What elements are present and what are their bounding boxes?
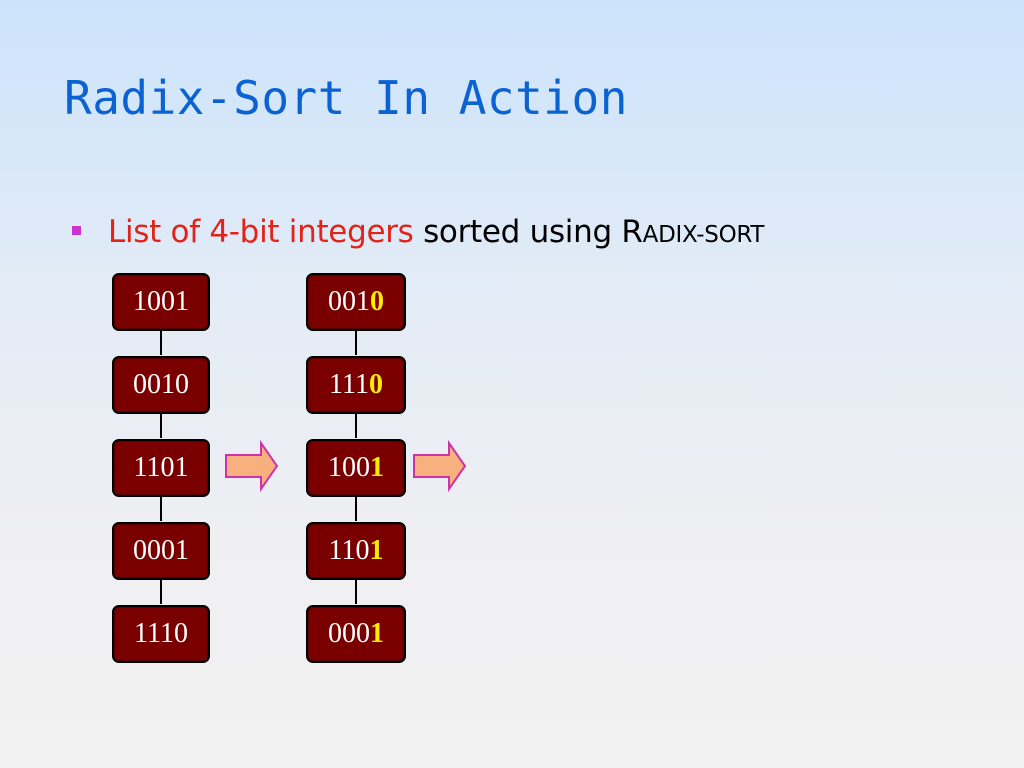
connector-line <box>160 579 162 604</box>
number-prefix: 0001 <box>133 535 189 566</box>
number-prefix: 1101 <box>133 452 189 483</box>
square-bullet-icon <box>72 225 81 235</box>
right-arrow-icon <box>225 440 279 492</box>
connector-line <box>160 496 162 521</box>
number-prefix: 1001 <box>133 286 189 317</box>
number-prefix: 001 <box>328 286 370 317</box>
number-box: 0001 <box>112 522 210 580</box>
number-box: 1110 <box>112 605 210 663</box>
sorted-digit: 0 <box>368 369 383 400</box>
bullet-smallcaps-first: R <box>621 214 643 250</box>
right-arrow-icon <box>413 440 467 492</box>
bullet-plain: sorted using <box>413 214 622 250</box>
number-prefix: 1110 <box>134 618 188 649</box>
slide-title: Radix-Sort In Action <box>64 71 628 125</box>
number-prefix: 000 <box>328 618 370 649</box>
connector-line <box>160 330 162 355</box>
bullet-smallcaps-rest: ADIX-SORT <box>642 222 765 248</box>
bullet-highlight: List of 4-bit integers <box>108 214 414 250</box>
connector-line <box>355 496 357 521</box>
number-prefix: 100 <box>328 452 370 483</box>
sorted-digit: 1 <box>370 452 384 483</box>
number-prefix: 111 <box>329 369 369 400</box>
number-box: 0010 <box>112 356 210 414</box>
connector-line <box>355 579 357 604</box>
sorted-digit: 1 <box>370 618 384 649</box>
connector-line <box>355 330 357 355</box>
connector-line <box>160 413 162 438</box>
number-prefix: 110 <box>328 535 370 566</box>
number-box: 1101 <box>112 439 210 497</box>
sorted-digit: 0 <box>370 286 384 317</box>
connector-line <box>355 413 357 438</box>
bullet-text: List of 4-bit integers sorted using RADI… <box>108 214 764 250</box>
bullet-item: List of 4-bit integers sorted using RADI… <box>72 208 764 256</box>
number-prefix: 0010 <box>133 369 189 400</box>
number-box: 1001 <box>112 273 210 331</box>
sorted-digit: 1 <box>369 535 384 566</box>
